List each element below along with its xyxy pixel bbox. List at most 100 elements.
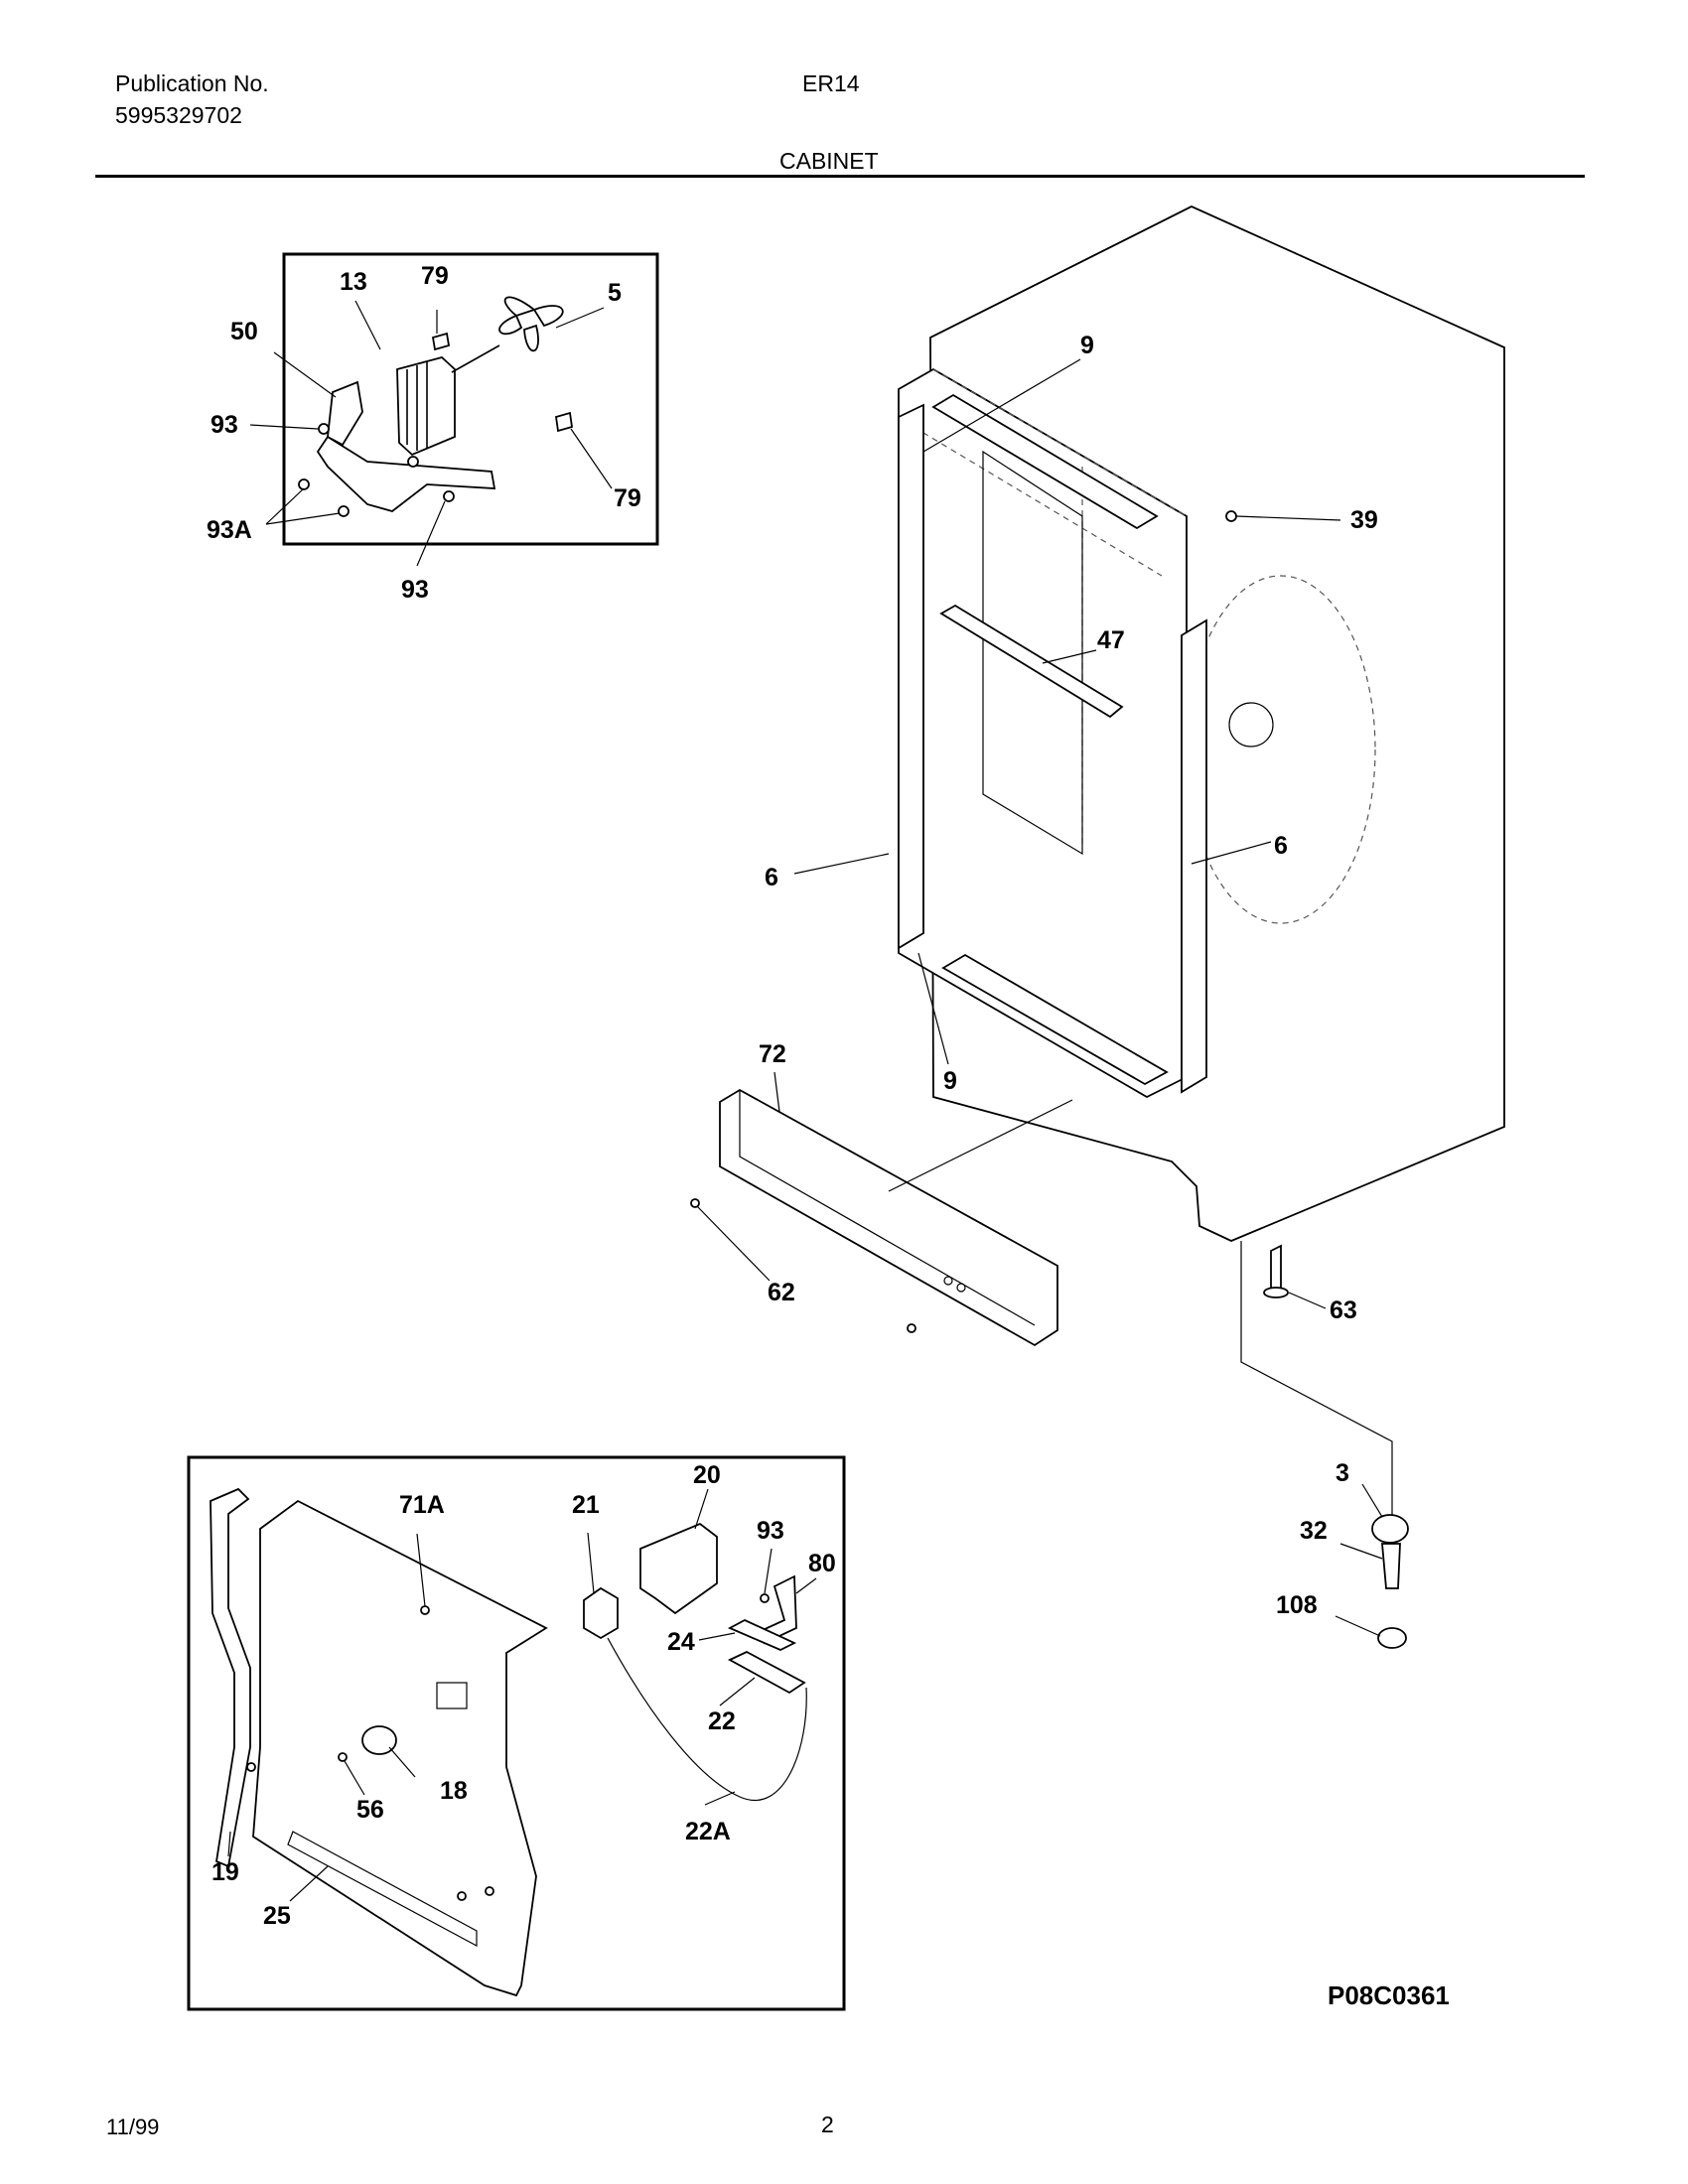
fan-motor (396, 356, 456, 457)
motor-windings (406, 361, 428, 451)
screw-93-bottom (443, 490, 455, 502)
thermostat (583, 1586, 619, 1640)
callout-50: 50 (230, 318, 258, 345)
leader-22A (704, 1791, 736, 1806)
model-number: ER14 (802, 70, 860, 96)
callout-80: 80 (808, 1550, 836, 1577)
panel-screw-a (420, 1605, 430, 1615)
leader-39 (1235, 515, 1341, 521)
gasket-right (1181, 618, 1207, 1094)
leader-93b (416, 500, 446, 567)
toe-grille-edge (739, 1090, 1036, 1326)
panel-channel (287, 1831, 478, 1948)
footer-date: 11/99 (106, 2115, 160, 2139)
heater-22 (728, 1650, 806, 1695)
leader-93A-2 (265, 512, 341, 525)
callout-21: 21 (572, 1491, 600, 1519)
callout-3: 3 (1336, 1459, 1349, 1487)
screw-62-right (907, 1323, 916, 1333)
grille-mount-line (888, 1099, 1073, 1192)
leader-72 (774, 1071, 780, 1113)
screw-93A-a (298, 478, 310, 490)
fan-blade (498, 296, 564, 352)
toe-grille (719, 1088, 1058, 1347)
screw-63-head (1263, 1287, 1289, 1298)
panel-screw-b (246, 1762, 256, 1772)
callout-79-right: 79 (614, 484, 641, 512)
screw-62-left (690, 1198, 700, 1208)
callout-6-left: 6 (765, 864, 778, 891)
callout-93-upper: 93 (211, 411, 238, 439)
cabinet-top-edge (929, 205, 1193, 339)
callout-56: 56 (356, 1796, 384, 1824)
callout-108: 108 (1276, 1591, 1318, 1619)
grille-hole-b (956, 1283, 966, 1293)
leg-assembly-line (1240, 1241, 1393, 1529)
screw-93A-b (338, 505, 350, 517)
motor-mount-screw (407, 456, 419, 468)
callout-9-bottom: 9 (943, 1067, 957, 1095)
heater-wire (607, 1637, 807, 1801)
grommet-top (431, 332, 451, 351)
callout-22: 22 (708, 1707, 736, 1735)
callout-71A: 71A (399, 1491, 445, 1519)
leg-foot-108 (1377, 1627, 1407, 1649)
bracket-arm (327, 380, 363, 447)
leader-5 (555, 307, 605, 329)
header-rule (95, 175, 1585, 178)
leader-62 (696, 1205, 771, 1282)
callout-47: 47 (1097, 626, 1125, 654)
leader-21 (587, 1532, 595, 1594)
leader-6-right (1191, 841, 1272, 865)
access-plug (361, 1725, 397, 1755)
screw-56 (338, 1752, 348, 1762)
callout-5: 5 (608, 279, 622, 307)
leg-cap-3 (1371, 1514, 1409, 1544)
inset-frame-panel (187, 1455, 846, 2011)
leader-6-left (793, 853, 890, 875)
leader-3 (1361, 1483, 1383, 1518)
footer-page-number: 2 (821, 2112, 834, 2137)
leader-19 (227, 1831, 231, 1857)
grille-hole-a (943, 1276, 953, 1286)
publication-label: Publication No. (115, 70, 269, 96)
callout-19: 19 (211, 1858, 239, 1886)
leader-32 (1339, 1543, 1383, 1560)
callout-20: 20 (693, 1461, 721, 1489)
callout-93-lower: 93 (401, 576, 429, 604)
leader-71A (416, 1533, 426, 1607)
callout-9-top: 9 (1080, 332, 1094, 359)
breaker-strip-bottom (941, 953, 1169, 1086)
shelf-rail (939, 604, 1124, 719)
leader-50 (273, 351, 337, 398)
leader-80 (795, 1577, 817, 1594)
publication-number: 5995329702 (115, 102, 242, 128)
leader-22 (719, 1677, 756, 1706)
leader-108 (1335, 1615, 1381, 1637)
side-fan-hub (1228, 702, 1274, 748)
callout-18: 18 (440, 1777, 468, 1805)
leader-25 (289, 1865, 329, 1902)
callout-63: 63 (1330, 1297, 1357, 1324)
leader-56 (344, 1760, 365, 1796)
callout-25: 25 (263, 1902, 291, 1930)
leader-93-panel (764, 1548, 773, 1594)
leader-93a (249, 424, 319, 430)
screw-63 (1270, 1244, 1282, 1292)
leader-24 (698, 1632, 736, 1641)
panel-cutout (436, 1682, 468, 1709)
callout-22A: 22A (685, 1818, 731, 1845)
diagram-id: P08C0361 (1328, 1980, 1450, 2010)
drain-tube (210, 1487, 251, 1868)
back-panel-inset (187, 1455, 846, 2011)
screw-93-panel (760, 1593, 770, 1603)
callout-79-top: 79 (421, 262, 449, 290)
callout-93A: 93A (207, 516, 252, 544)
liner-back-wall (982, 450, 1083, 856)
plug-39 (1225, 510, 1237, 522)
section-title: CABINET (779, 148, 879, 174)
leader-79b (570, 428, 613, 489)
panel-screw-d (485, 1886, 494, 1896)
callout-13: 13 (340, 268, 367, 296)
